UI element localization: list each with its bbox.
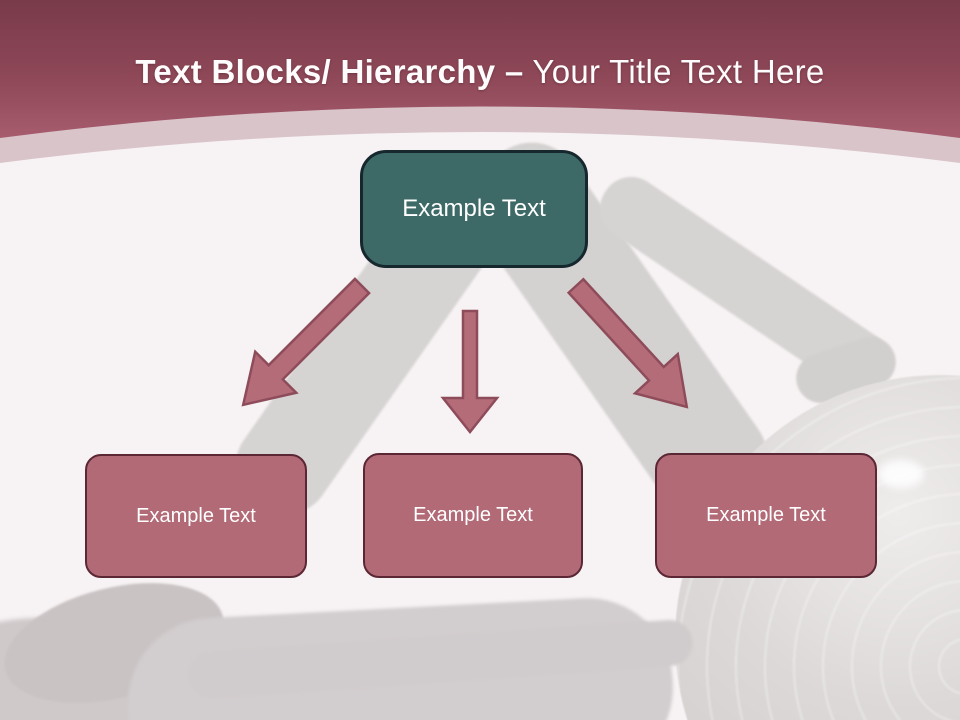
hierarchy-child-label-2: Example Text <box>413 504 533 526</box>
hierarchy-child-box-1[interactable]: Example Text <box>85 454 307 578</box>
hierarchy-child-box-2[interactable]: Example Text <box>363 453 583 578</box>
hierarchy-root-label: Example Text <box>402 195 546 222</box>
exercise-ball-highlight <box>878 460 924 488</box>
hierarchy-child-label-3: Example Text <box>706 504 826 526</box>
hierarchy-root-box[interactable]: Example Text <box>360 150 588 268</box>
slide-title-bold: Text Blocks/ Hierarchy – <box>135 53 524 90</box>
slide-title[interactable]: Text Blocks/ Hierarchy – Your Title Text… <box>0 52 960 92</box>
hierarchy-child-box-3[interactable]: Example Text <box>655 453 877 578</box>
hierarchy-child-label-1: Example Text <box>136 504 256 527</box>
slide-title-regular: Your Title Text Here <box>532 53 825 90</box>
arrow-down-shape[interactable] <box>440 309 500 435</box>
arrow-down-left-shape[interactable] <box>223 265 383 425</box>
arrow-down-right-shape[interactable] <box>555 266 709 426</box>
